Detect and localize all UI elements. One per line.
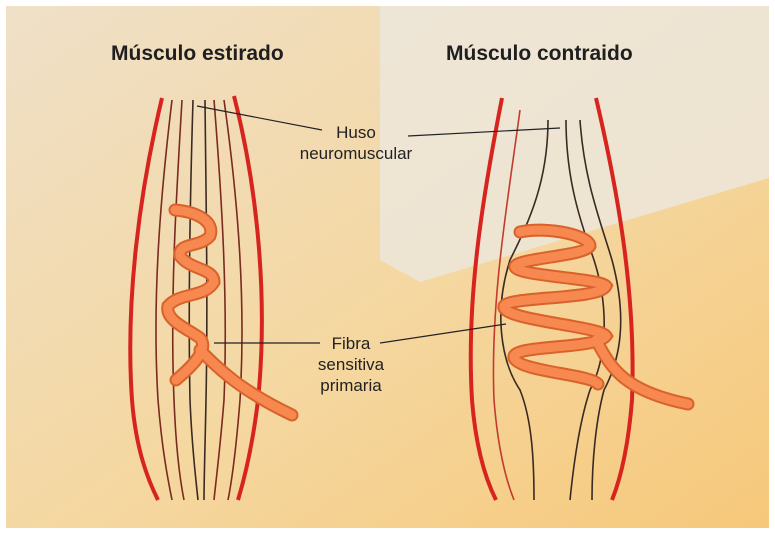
label-primary-sensory-fiber: Fibra sensitiva primaria — [306, 333, 396, 396]
label-spindle-line-2: neuromuscular — [296, 143, 416, 164]
label-fiber-line-1: Fibra — [306, 333, 396, 354]
label-neuromuscular-spindle: Huso neuromuscular — [296, 122, 416, 164]
label-fiber-line-2: sensitiva — [306, 354, 396, 375]
title-stretched-muscle: Músculo estirado — [111, 42, 284, 66]
label-fiber-line-3: primaria — [306, 375, 396, 396]
label-spindle-line-1: Huso — [296, 122, 416, 143]
title-contracted-muscle: Músculo contraido — [446, 42, 633, 66]
